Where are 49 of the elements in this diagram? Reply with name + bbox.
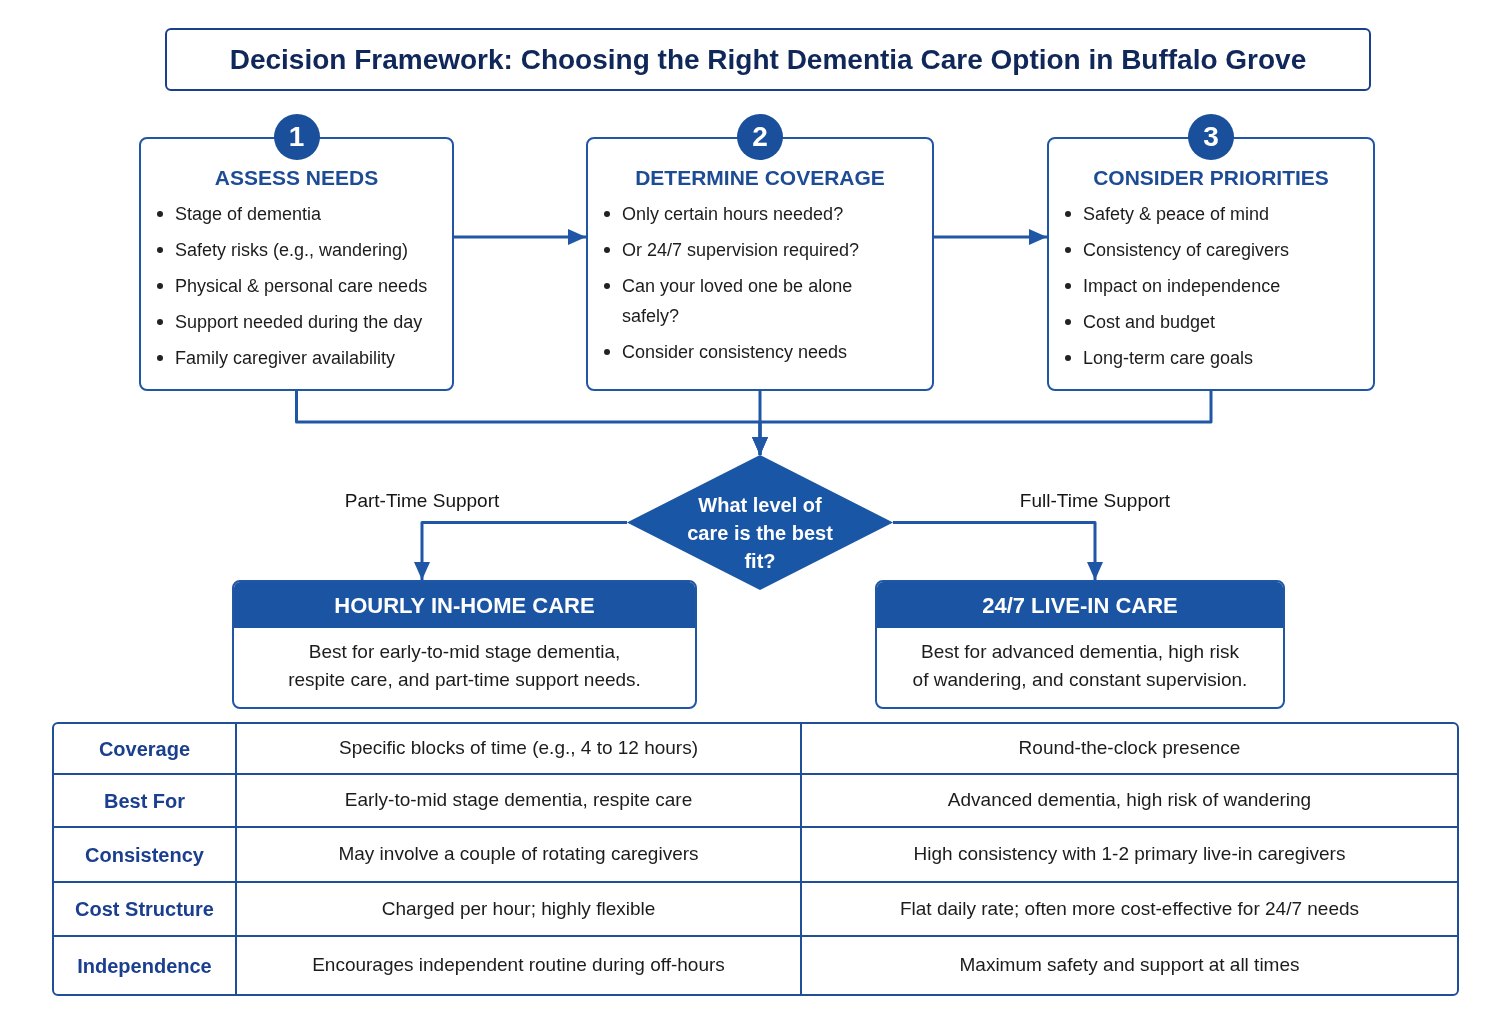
bullet-text: Support needed during the day (175, 311, 423, 334)
bullet-text: Can your loved one be alone safely? (622, 275, 854, 328)
bullet-text: Long-term care goals (1083, 347, 1254, 370)
arrow (752, 391, 1213, 455)
option-description: Best for early-to-mid stage dementia, respite care, and part-time support needs. (287, 640, 642, 692)
option-card (875, 580, 1285, 709)
step-number: 1 (273, 114, 320, 160)
step-heading: ASSESS NEEDS (214, 165, 379, 191)
arrow (454, 229, 586, 245)
bullet-text: Impact on independence (1083, 275, 1281, 298)
decision-question: What level of care is the best fit? (686, 492, 834, 574)
bullet-text: Consider consistency needs (622, 341, 848, 364)
row-label: Independence (77, 953, 212, 979)
option-detail: Specific blocks of time (e.g., 4 to 12 hours) (338, 736, 699, 761)
option-detail: Encourages independent routine during off-hours (312, 953, 725, 978)
bullet-text: Consistency of caregivers (1083, 239, 1290, 262)
option-card (232, 580, 697, 709)
arrow (893, 521, 1103, 580)
row-label: Cost Structure (75, 897, 214, 922)
bullet-text: Family caregiver availability (175, 347, 396, 370)
title-banner: Decision Framework: Choosing the Right Dementia Care Option in Buffalo Grove (165, 28, 1371, 91)
bullet-text: Physical & personal care needs (175, 275, 428, 298)
step-number: 2 (737, 114, 783, 160)
row-label: Best For (103, 788, 186, 814)
option-description: Best for advanced dementia, high risk of wandering, and constant supervision. (911, 640, 1249, 692)
option-detail: Round-the-clock presence (1018, 736, 1241, 761)
bullet-text: Or 24/7 supervision required? (622, 239, 860, 262)
bullet-text: Stage of dementia (175, 203, 322, 226)
option-detail: Advanced dementia, high risk of wandering (947, 788, 1312, 813)
step-number: 3 (1188, 114, 1234, 160)
option-detail: High consistency with 1-2 primary live-in caregivers (913, 842, 1346, 867)
option-header: HOURLY IN-HOME CARE (234, 582, 695, 628)
row-label: Coverage (98, 736, 191, 762)
option-detail: Maximum safety and support at all times (959, 953, 1300, 978)
option-header: 24/7 LIVE-IN CARE (877, 582, 1283, 628)
arrow (934, 229, 1047, 245)
row-label: Consistency (85, 842, 204, 868)
decision-diamond (627, 455, 893, 590)
bullet-text: Only certain hours needed? (622, 203, 844, 226)
arrow (414, 521, 627, 580)
option-detail: May involve a couple of rotating caregivers (338, 842, 699, 867)
option-detail: Early-to-mid stage dementia, respite care (344, 788, 693, 813)
option-detail: Flat daily rate; often more cost-effective for 24/7 needs (899, 896, 1360, 921)
option-detail: Charged per hour; highly flexible (381, 896, 656, 921)
bullet-text: Safety & peace of mind (1083, 203, 1270, 226)
step-heading: DETERMINE COVERAGE (635, 165, 885, 191)
bullet-text: Cost and budget (1083, 311, 1216, 334)
bullet-text: Safety risks (e.g., wandering) (175, 239, 409, 262)
step-heading: CONSIDER PRIORITIES (1093, 165, 1329, 191)
